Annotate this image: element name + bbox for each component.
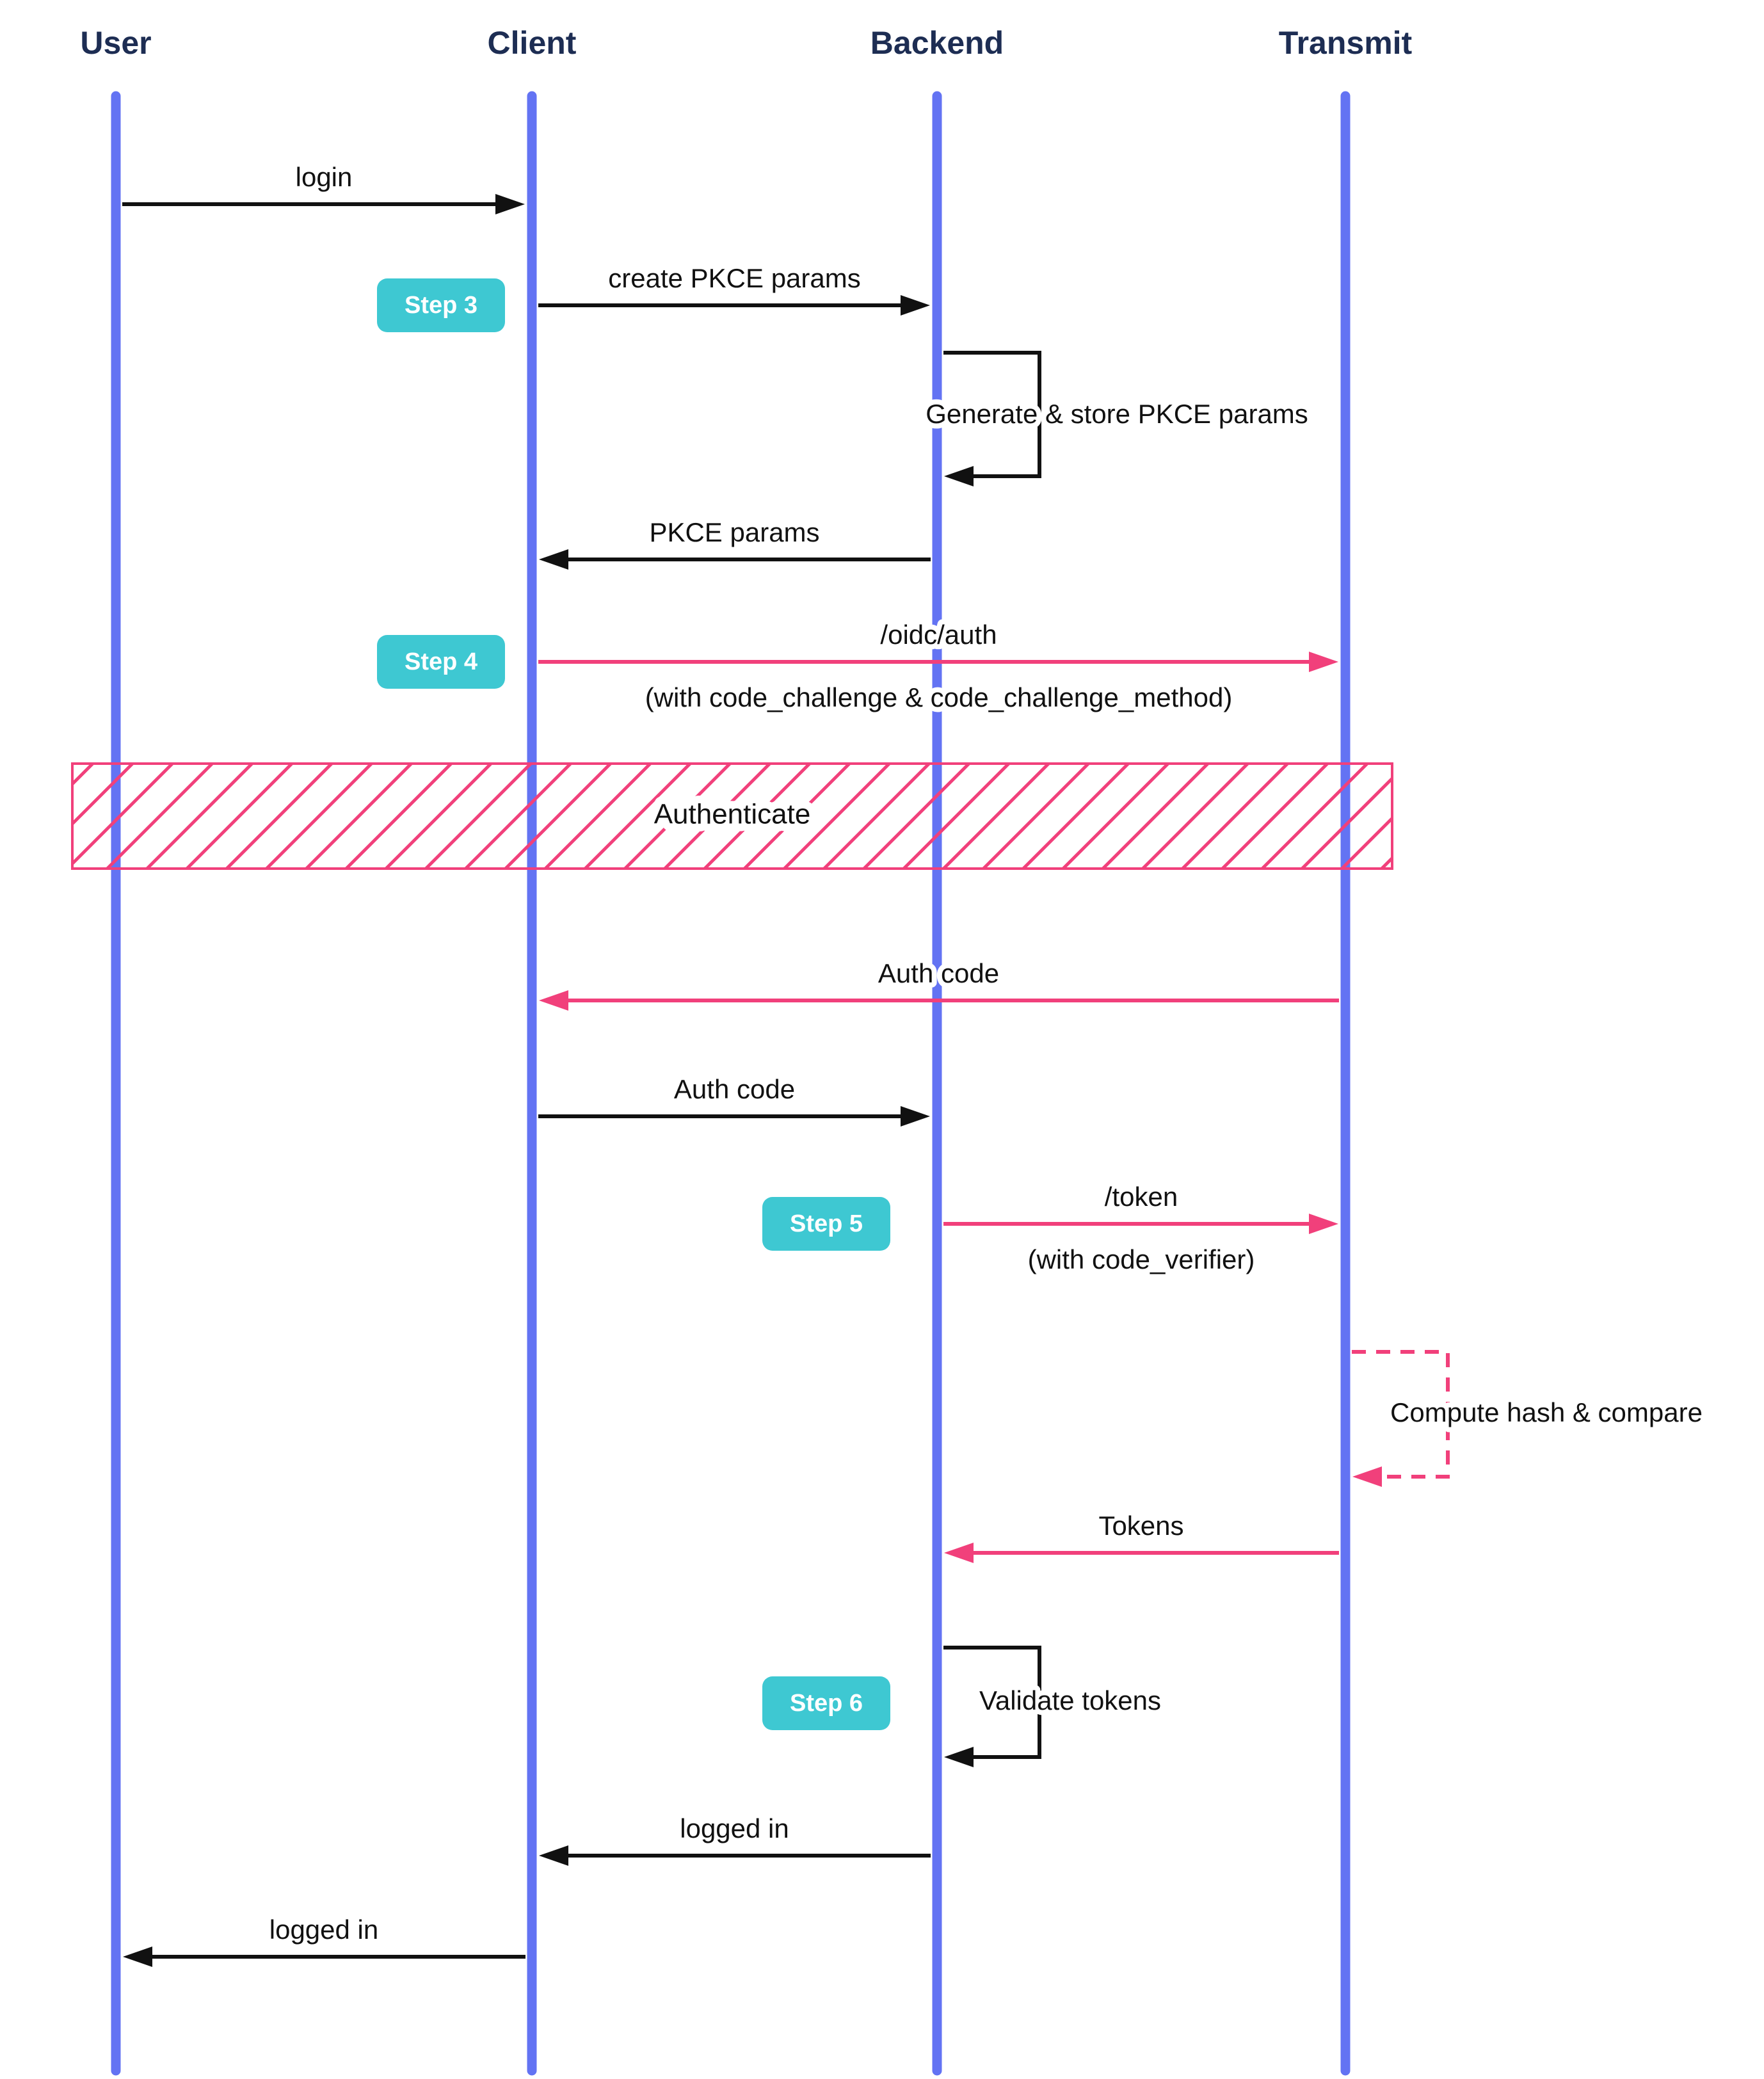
auth-code-forward-arrowhead (901, 1106, 930, 1127)
pkce-params-arrowhead (539, 549, 568, 570)
tokens-label: Tokens (1098, 1511, 1183, 1541)
step-5-badge (762, 1197, 890, 1251)
auth-code-return-arrowhead (539, 990, 568, 1011)
auth-code-forward-label: Auth code (674, 1074, 795, 1104)
validate-tokens-self-loop (943, 1646, 1041, 1759)
step-3-badge-label: Step 3 (405, 292, 477, 319)
compute-hash-compare-arrowhead (1352, 1466, 1382, 1487)
auth-code-return-label: Auth code (878, 958, 999, 988)
logged-in-client-arrowhead (539, 1845, 568, 1866)
token-arrowhead (1309, 1214, 1338, 1234)
generate-store-pkce-params-self-loop (943, 351, 1041, 478)
generate-store-pkce-params-arrowhead (944, 466, 974, 486)
step-6-badge (762, 1676, 890, 1730)
logged-in-user-arrowhead (123, 1947, 152, 1967)
backend-header: Backend (870, 25, 1004, 61)
pkce-params-label: PKCE params (649, 517, 819, 547)
oidc-auth-label: /oidc/auth (880, 620, 997, 650)
compute-hash-compare-self-loop (1352, 1350, 1450, 1479)
oidc-auth-sublabel: (with code_challenge & code_challenge_me… (645, 682, 1233, 712)
transmit-header: Transmit (1279, 25, 1413, 61)
create-pkce-params-arrowhead (901, 295, 930, 316)
step-5-badge-label: Step 5 (790, 1210, 863, 1237)
step-4-badge-label: Step 4 (405, 648, 477, 675)
token-label: /token (1105, 1182, 1178, 1212)
step-3-badge (377, 278, 505, 332)
user-header: User (80, 25, 151, 61)
tokens-arrowhead (944, 1543, 974, 1563)
token-sublabel: (with code_verifier) (1028, 1244, 1255, 1274)
oidc-auth-arrowhead (1309, 652, 1338, 672)
validate-tokens-label: Validate tokens (979, 1685, 1161, 1715)
authenticate-band (71, 762, 1393, 870)
compute-hash-compare-label: Compute hash & compare (1390, 1397, 1703, 1427)
step-4-badge (377, 635, 505, 689)
create-pkce-params-label: create PKCE params (608, 263, 861, 293)
login-label: login (296, 162, 353, 192)
step-6-badge-label: Step 6 (790, 1690, 863, 1717)
logged-in-user-label: logged in (269, 1914, 378, 1945)
validate-tokens-arrowhead (944, 1747, 974, 1767)
authenticate-label: Authenticate (654, 799, 811, 830)
client-header: Client (488, 25, 577, 61)
logged-in-client-label: logged in (680, 1813, 789, 1843)
generate-store-pkce-params-label: Generate & store PKCE params (926, 399, 1308, 429)
login-arrowhead (495, 194, 525, 214)
